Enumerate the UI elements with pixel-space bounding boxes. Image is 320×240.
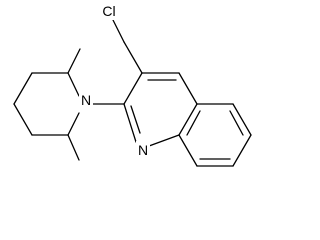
bond-c4p-c5p — [13, 103, 33, 136]
bond-c5-c6-inner — [229, 110, 244, 136]
piperidine-nitrogen-label: N — [81, 92, 91, 108]
bond-lines — [13, 19, 252, 167]
bond-c4-c4a — [178, 72, 198, 105]
bond-c4a-c8a — [178, 103, 198, 136]
piperidine-nitrogen-atom: N — [79, 91, 93, 109]
bond-c2-n1-inner — [130, 105, 141, 134]
quinoline-nitrogen-atom: N — [136, 141, 150, 159]
bond-c2-c3 — [123, 72, 143, 105]
chlorine-atom: Cl — [99, 2, 119, 20]
bond-c8-c8a — [178, 134, 198, 167]
structure-diagram: Cl N N — [13, 2, 252, 167]
bond-c8a-c4a-inner — [186, 110, 201, 136]
bond-npip-c2p — [67, 72, 80, 97]
bond-c6-c7 — [232, 134, 252, 167]
bond-ch2-cl — [112, 19, 125, 43]
bond-c2p-methyl — [67, 48, 81, 74]
atom-labels: Cl N N — [79, 2, 150, 159]
chlorine-label: Cl — [102, 3, 115, 19]
bond-n1-c2 — [123, 103, 137, 143]
bond-c5-c6 — [232, 103, 252, 136]
bond-c3-ch2 — [123, 41, 143, 74]
bond-c6p-methyl — [67, 134, 80, 161]
bond-c3p-c4p — [13, 72, 33, 105]
bond-c8a-n1 — [148, 134, 180, 147]
bond-c6p-npip — [67, 112, 80, 136]
quinoline-nitrogen-label: N — [138, 142, 148, 158]
